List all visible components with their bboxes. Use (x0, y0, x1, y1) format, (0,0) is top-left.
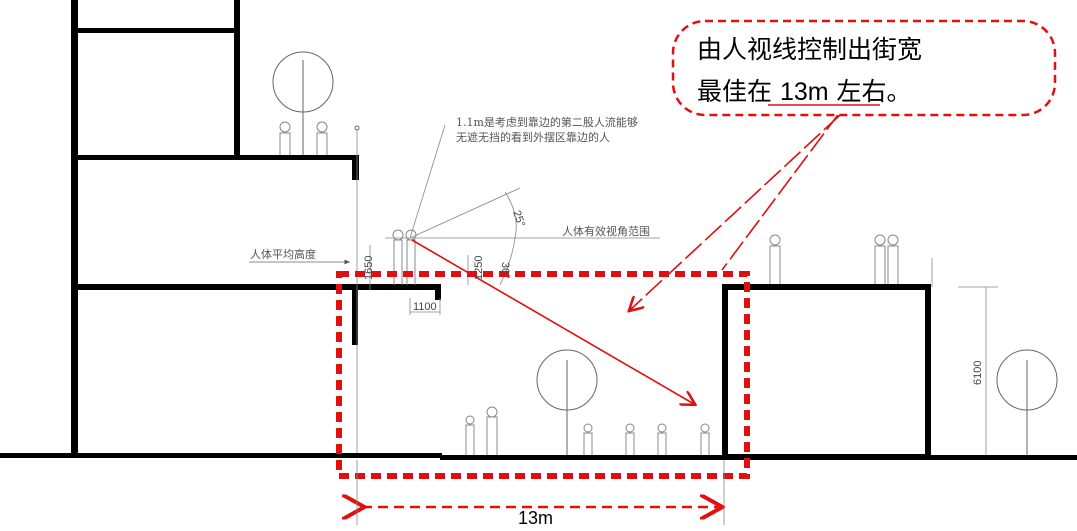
callout-line-1: 由人视线控制出街宽 (697, 35, 922, 64)
view-range-label: 人体有效视角范围 (562, 224, 650, 238)
callout-leader (721, 111, 841, 271)
building-height-dimension: 6100 (972, 361, 984, 385)
left-building (71, 0, 441, 458)
tree-icon (536, 349, 598, 455)
angle-up-label: 25° (510, 209, 527, 229)
setback-dimension: 1100 (413, 301, 437, 313)
street-width-label: 13m (518, 508, 553, 528)
sight-lines (249, 124, 660, 315)
callout-arrow (630, 114, 841, 310)
red-overlay (336, 19, 1057, 525)
angle-down-label: 30° (499, 262, 511, 279)
right-building (722, 258, 933, 460)
people-figures (279, 121, 899, 455)
note-line-1: 1.1m是考虑到靠边的第二股人流能够 (456, 115, 638, 129)
callout-line-2: 最佳在 13m 左右。 (697, 77, 912, 106)
street-width-highlight (336, 271, 750, 479)
sight-arrow (411, 239, 694, 404)
note-line-2: 无遮无挡的看到外摆区靠边的人 (456, 130, 610, 144)
callout-box (671, 19, 1057, 117)
eye-height-dimension: 1650 (363, 256, 375, 280)
avg-height-label: 人体平均高度 (250, 247, 316, 261)
rail-height-dimension: 1250 (473, 256, 485, 280)
tree-icon (272, 51, 334, 155)
tree-icon (996, 349, 1058, 455)
